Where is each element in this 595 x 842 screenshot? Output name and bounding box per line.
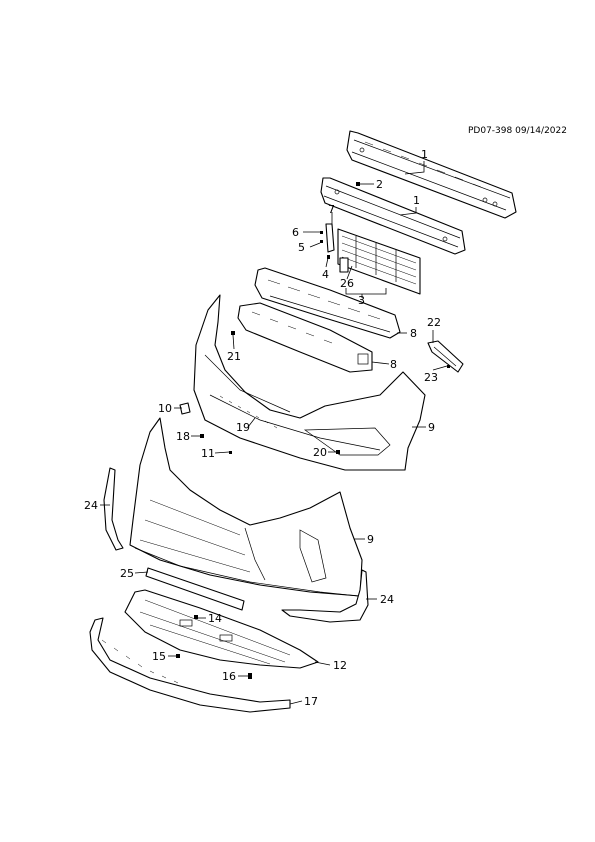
leader-lines — [100, 161, 448, 705]
callout-10: 10 — [158, 402, 172, 415]
callout-18: 18 — [176, 430, 190, 443]
callout-8a: 8 — [410, 327, 417, 340]
tow-eye-cover — [179, 402, 191, 415]
fastener-16 — [248, 673, 252, 679]
impact-bar-lower — [320, 177, 466, 255]
front-fascia-upper — [193, 294, 426, 471]
callout-11: 11 — [201, 447, 215, 460]
callout-2: 2 — [376, 178, 383, 191]
callout-22: 22 — [427, 316, 441, 329]
energy-absorber — [254, 267, 401, 339]
callout-24b: 24 — [380, 593, 394, 606]
callout-1b: 1 — [413, 194, 420, 207]
lower-bracket — [237, 302, 373, 373]
callout-12: 12 — [333, 659, 347, 672]
lower-trim-strip — [145, 567, 245, 611]
callout-19: 19 — [236, 421, 250, 434]
callout-26: 26 — [340, 277, 354, 290]
fastener-11 — [229, 451, 232, 454]
callout-14: 14 — [208, 612, 222, 625]
callout-7: 7 — [328, 203, 335, 216]
callout-8b: 8 — [390, 358, 397, 371]
fastener-20 — [336, 450, 340, 454]
callout-5: 5 — [298, 241, 305, 254]
fastener-18 — [200, 434, 204, 438]
front-fascia-lower — [129, 417, 363, 597]
side-deflector-left — [103, 467, 124, 551]
callout-15: 15 — [152, 650, 166, 663]
callout-23: 23 — [424, 371, 438, 384]
fastener-14 — [194, 615, 198, 619]
callout-16: 16 — [222, 670, 236, 683]
callout-4: 4 — [322, 268, 329, 281]
callout-labels: 1 1 2 3 4 5 6 7 8 8 9 9 10 11 12 14 15 1… — [84, 148, 441, 708]
callout-9b: 9 — [367, 533, 374, 546]
shutter-bracket — [320, 223, 335, 259]
document-id: PD07-398 09/14/2022 — [468, 126, 567, 136]
callout-20: 20 — [313, 446, 327, 459]
callout-3: 3 — [358, 294, 365, 307]
side-bracket — [427, 340, 464, 373]
callout-9a: 9 — [428, 421, 435, 434]
callout-17: 17 — [304, 695, 318, 708]
fastener-2 — [356, 182, 360, 186]
underbody-shield — [124, 589, 319, 669]
callout-25: 25 — [120, 567, 134, 580]
fastener-15 — [176, 654, 180, 658]
shutter-actuator — [339, 257, 349, 273]
callout-21: 21 — [227, 350, 241, 363]
callout-24a: 24 — [84, 499, 98, 512]
callout-1a: 1 — [421, 148, 428, 161]
callout-6: 6 — [292, 226, 299, 239]
side-deflector-right — [281, 569, 369, 623]
fastener-21 — [231, 331, 235, 335]
impact-bar-upper — [346, 130, 517, 219]
active-grille-shutter — [337, 228, 421, 295]
